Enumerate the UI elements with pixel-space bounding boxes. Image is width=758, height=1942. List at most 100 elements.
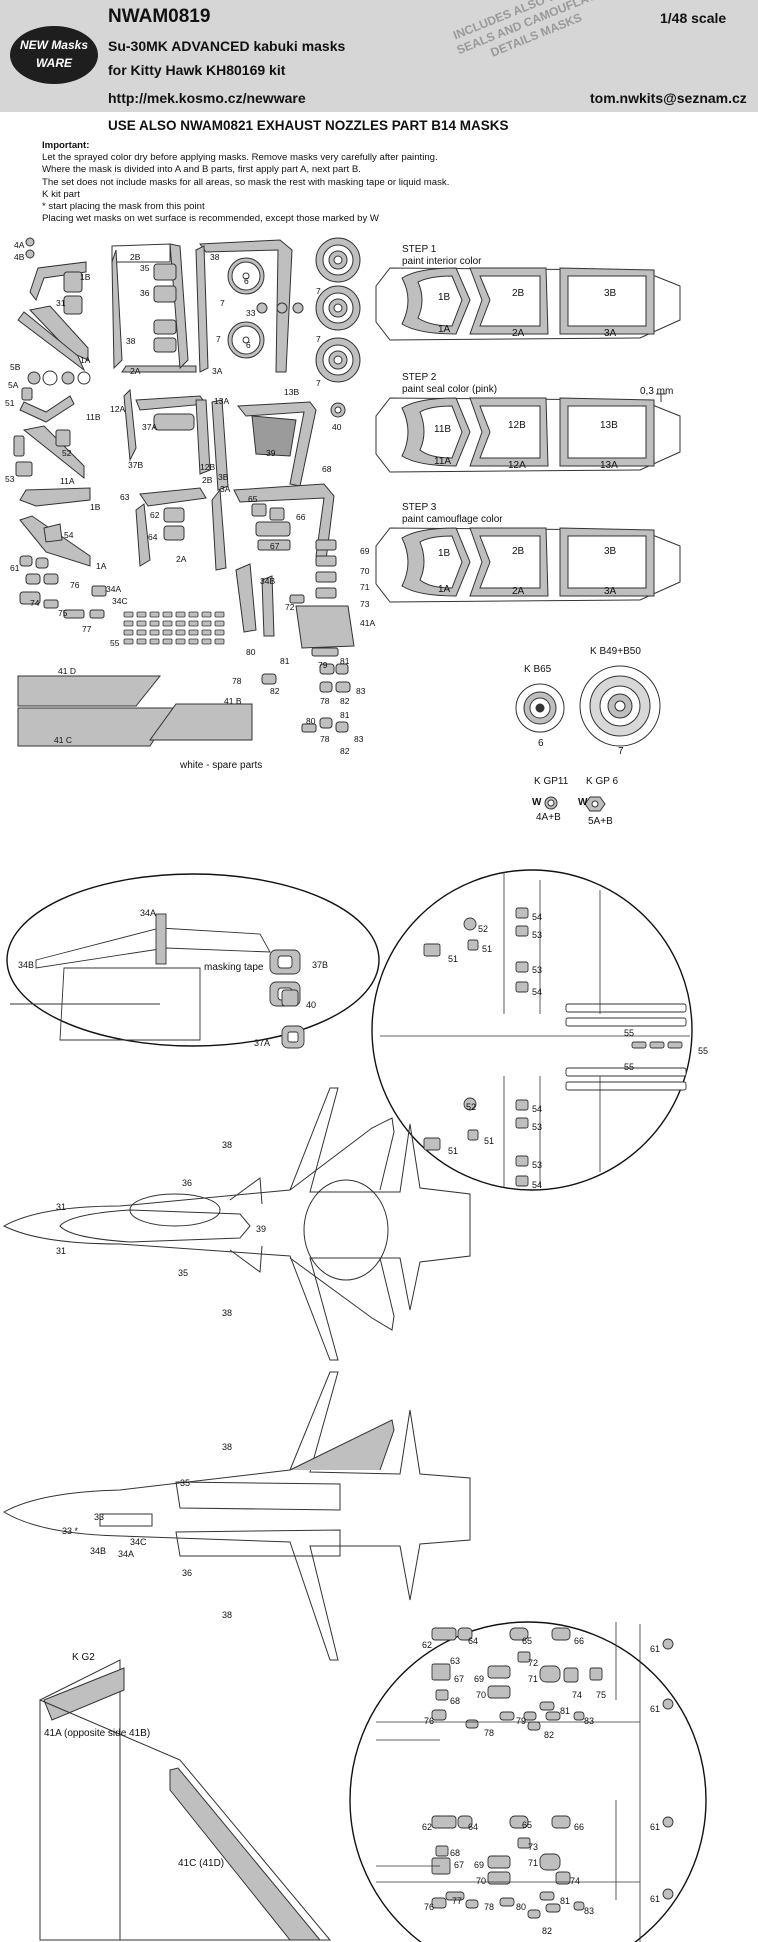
step-title: STEP 2 (402, 372, 437, 383)
part-number: 12B (508, 420, 526, 431)
part-number: 66 (574, 1822, 585, 1832)
part-number: 13A (600, 460, 618, 471)
part-number: 73 (528, 1842, 539, 1852)
mask-piece (123, 388, 137, 462)
part-number: 1A (438, 584, 451, 595)
part-number: 4A (14, 240, 25, 250)
part-number: 83 (356, 686, 366, 696)
part-number: 61 (650, 1704, 661, 1714)
part-number: 70 (360, 566, 370, 576)
step-text: paint seal color (pink) (402, 384, 498, 395)
part-number: 55 (624, 1028, 635, 1038)
instructions-block: Important: Let the sprayed color dry bef… (42, 140, 682, 225)
part-number: 33 (94, 1512, 105, 1522)
mask-piece (237, 401, 317, 487)
part-number: 76 (424, 1902, 435, 1912)
part-number: 78 (320, 734, 330, 744)
part-number: 66 (296, 512, 306, 522)
part-number: 75 (58, 608, 68, 618)
part-number: 55 (698, 1046, 709, 1056)
part-number: 7 (316, 286, 321, 296)
mask-piece (319, 717, 333, 729)
mask-piece (153, 413, 195, 431)
part-number: 73 (360, 599, 370, 609)
part-number: 38 (222, 1610, 233, 1620)
step-text: paint interior color (402, 256, 482, 267)
instruction-line: The set does not include masks for all a… (42, 176, 450, 188)
part-number: 65 (522, 1820, 533, 1830)
part-number: 66 (574, 1636, 585, 1646)
part-number: 36 (182, 1568, 193, 1578)
mask-piece (91, 585, 107, 597)
part-number: 61 (650, 1644, 661, 1654)
part-number: 2B (512, 546, 525, 557)
part-number: 41 D (58, 666, 76, 676)
part-number: 11A (60, 476, 75, 486)
mask-piece (43, 573, 59, 585)
part-number: 4B (14, 252, 25, 262)
part-number: 1B (438, 292, 451, 303)
part-number: 80 (246, 647, 256, 657)
part-number: 81 (560, 1706, 571, 1716)
part-number: 54 (532, 912, 543, 922)
part-number: 34A (140, 908, 157, 918)
part-number: 51 (482, 944, 493, 954)
part-number: 6 (246, 340, 251, 350)
kg2-label: K G2 (72, 1652, 95, 1663)
spare-parts-note: white - spare parts (180, 760, 263, 771)
part-41c-note: 41C (41D) (178, 1858, 225, 1869)
header-band: NEW Masks WARE NWAM0819 Su-30MK ADVANCED… (0, 0, 758, 112)
part-number: 12B (200, 462, 216, 472)
part-number: 35 (140, 263, 150, 273)
part-number: 53 (532, 930, 543, 940)
part-number: 71 (528, 1858, 539, 1868)
part-number: 5A (8, 380, 19, 390)
part-number: 40 (306, 1000, 317, 1010)
part-number: 38 (126, 336, 136, 346)
mask-piece (121, 365, 197, 373)
part-number: 61 (650, 1822, 661, 1832)
part-number: 65 (248, 494, 258, 504)
part-number: 82 (542, 1926, 553, 1936)
part-number: 61 (10, 563, 20, 573)
part-number: 7 (316, 378, 321, 388)
part-number: 41 B (224, 696, 242, 706)
part-number: 2B (512, 288, 525, 299)
part-41a-note: 41A (opposite side 41B) (44, 1728, 151, 1739)
part-number: 35 (180, 1478, 191, 1488)
part-number: 37B (128, 460, 144, 470)
website-link[interactable]: http://mek.kosmo.cz/newware (108, 90, 306, 106)
part-number: 64 (468, 1636, 479, 1646)
part-number: 3B (604, 546, 617, 557)
mask-piece (55, 429, 71, 447)
part-number: 63 (120, 492, 130, 502)
part-number: 55 (110, 638, 120, 648)
part-number: 3B (604, 288, 617, 299)
mask-piece (211, 399, 229, 491)
part-number: 1A (80, 355, 91, 365)
part-number: 81 (280, 656, 290, 666)
part-number: 38 (222, 1140, 233, 1150)
mask-piece (257, 539, 291, 551)
mask-piece (153, 319, 177, 335)
part-number: 61 (650, 1894, 661, 1904)
part-number: 78 (232, 676, 242, 686)
part-number: 3A (220, 484, 231, 494)
part-number: 36 (182, 1178, 193, 1188)
part-number: 74 (30, 598, 40, 608)
mask-piece (195, 245, 209, 373)
part-number: 2B (130, 252, 141, 262)
step-title: STEP 3 (402, 502, 437, 513)
part-number: 54 (532, 987, 543, 997)
part-number: 83 (354, 734, 364, 744)
part-number: 11B (434, 424, 452, 435)
part-number: 64 (148, 532, 158, 542)
part-number: 52 (478, 924, 489, 934)
part-number: 40 (332, 422, 342, 432)
email-link[interactable]: tom.nwkits@seznam.cz (590, 90, 747, 106)
part-number: 72 (285, 602, 295, 612)
scale-label: 1/48 scale (660, 10, 727, 26)
part-number: 74 (572, 1690, 583, 1700)
wheel-7-label: 7 (618, 746, 624, 757)
